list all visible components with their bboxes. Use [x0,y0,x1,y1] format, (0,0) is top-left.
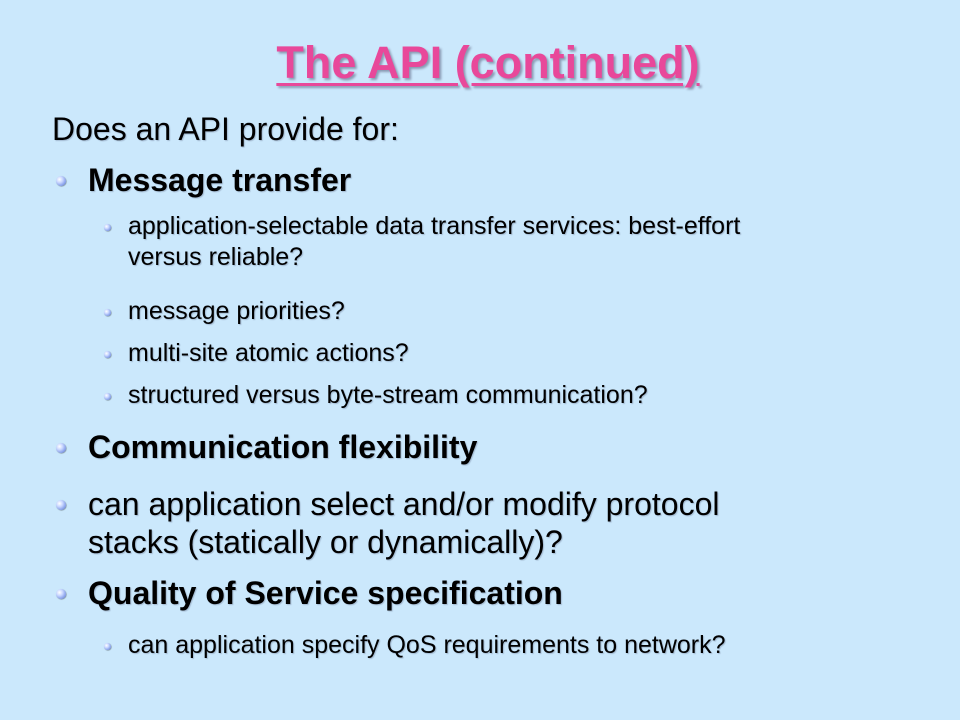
bullet-icon [56,500,66,510]
sub-bullet-icon [104,393,111,400]
bullet-text-line: stacks (statically or dynamically)? [88,524,563,560]
sub-bullet-icon [104,351,111,358]
bullet-icon [56,443,66,453]
bullet-text-line: Message transfer [88,162,352,198]
sub-bullet-icon [104,224,111,231]
bullet-text-line: versus reliable? [128,243,304,271]
bullet-message-transfer: Message transfer [56,161,352,199]
bullet-text-line: structured versus byte-stream communicat… [128,381,648,409]
bullet-text-line: application-selectable data transfer ser… [128,212,741,240]
bullet-text-line: can application select and/or modify pro… [88,486,720,522]
bullet-text-line: Quality of Service specification [88,575,563,611]
sub-bullet-atomic-actions: multi-site atomic actions? [104,338,409,369]
bullet-text-line: can application specify QoS requirements… [128,631,726,659]
bullet-icon [56,589,66,599]
sub-bullet-icon [104,309,111,316]
bullet-text-line: Communication flexibility [88,429,478,465]
bullet-qos-specification: Quality of Service specification [56,574,563,612]
bullet-text-line: multi-site atomic actions? [128,339,409,367]
bullet-icon [56,176,66,186]
bullet-text-line: message priorities? [128,297,345,325]
sub-bullet-qos-requirements: can application specify QoS requirements… [104,630,726,661]
sub-bullet-icon [104,643,111,650]
bullet-protocol-stacks: can application select and/or modify pro… [56,485,720,561]
intro-text: Does an API provide for: [52,111,399,147]
sub-bullet-data-transfer-services: application-selectable data transfer ser… [104,211,741,273]
sub-bullet-message-priorities: message priorities? [104,296,345,327]
bullet-communication-flexibility: Communication flexibility [56,428,478,466]
slide-title: The API (continued) [276,37,700,88]
sub-bullet-structured-communication: structured versus byte-stream communicat… [104,380,648,411]
